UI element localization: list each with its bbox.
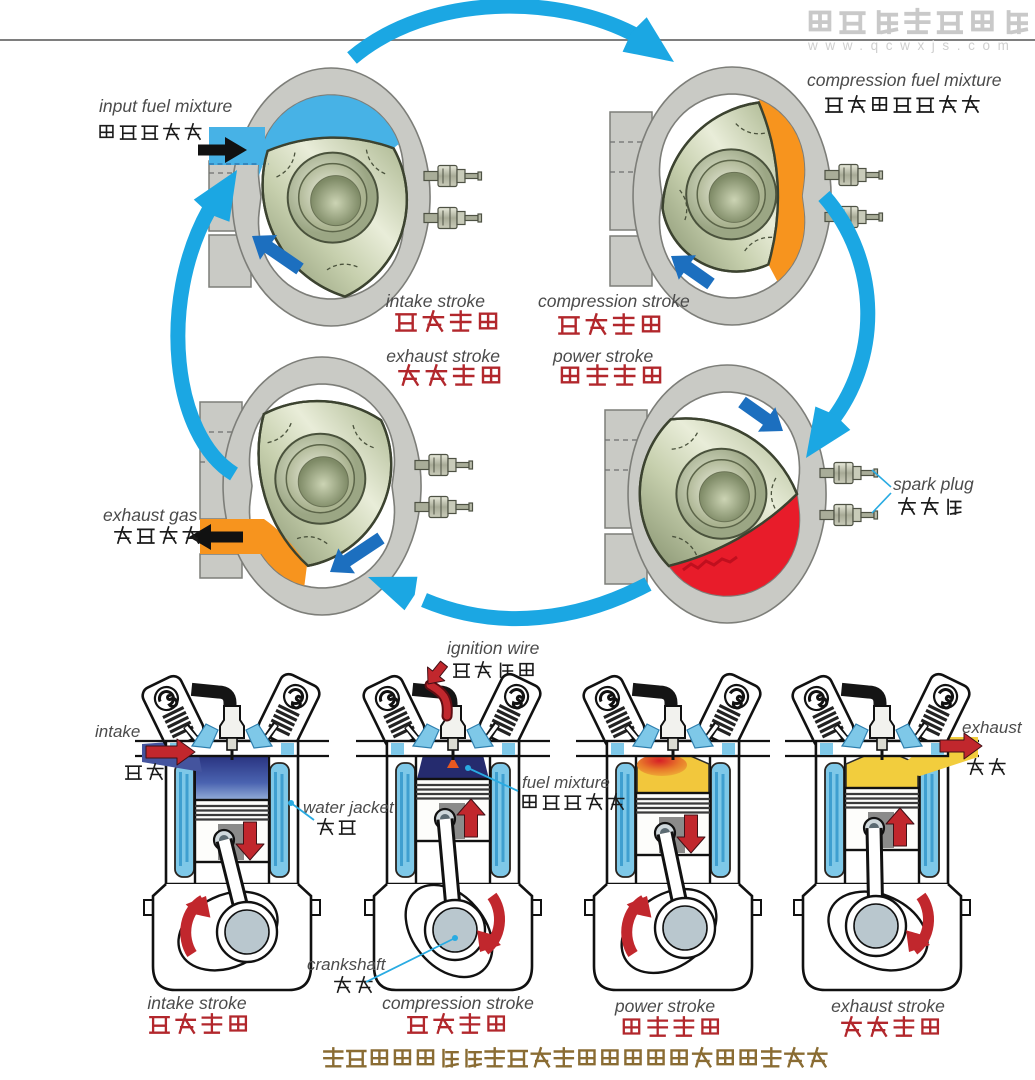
svg-text:intake stroke: intake stroke bbox=[147, 993, 246, 1013]
svg-text:compression stroke: compression stroke bbox=[382, 993, 534, 1013]
svg-text:exhaust: exhaust bbox=[962, 718, 1023, 737]
svg-text:intake stroke: intake stroke bbox=[386, 291, 485, 311]
svg-text:compression stroke: compression stroke bbox=[538, 291, 690, 311]
svg-text:power stroke: power stroke bbox=[552, 346, 653, 366]
svg-text:exhaust stroke: exhaust stroke bbox=[831, 996, 945, 1016]
svg-text:water jacket: water jacket bbox=[303, 798, 395, 817]
svg-text:compression fuel mixture: compression fuel mixture bbox=[807, 70, 1002, 90]
svg-text:input fuel mixture: input fuel mixture bbox=[99, 96, 233, 116]
svg-text:intake: intake bbox=[95, 722, 140, 741]
svg-text:exhaust stroke: exhaust stroke bbox=[386, 346, 500, 366]
svg-text:power stroke: power stroke bbox=[614, 996, 715, 1016]
svg-text:crankshaft: crankshaft bbox=[307, 955, 387, 974]
svg-text:spark plug: spark plug bbox=[893, 474, 974, 494]
svg-text:www.qcwxjs.com: www.qcwxjs.com bbox=[807, 38, 1016, 53]
svg-text:fuel mixture: fuel mixture bbox=[522, 773, 610, 792]
svg-text:ignition wire: ignition wire bbox=[447, 638, 540, 658]
svg-text:exhaust gas: exhaust gas bbox=[103, 505, 198, 525]
